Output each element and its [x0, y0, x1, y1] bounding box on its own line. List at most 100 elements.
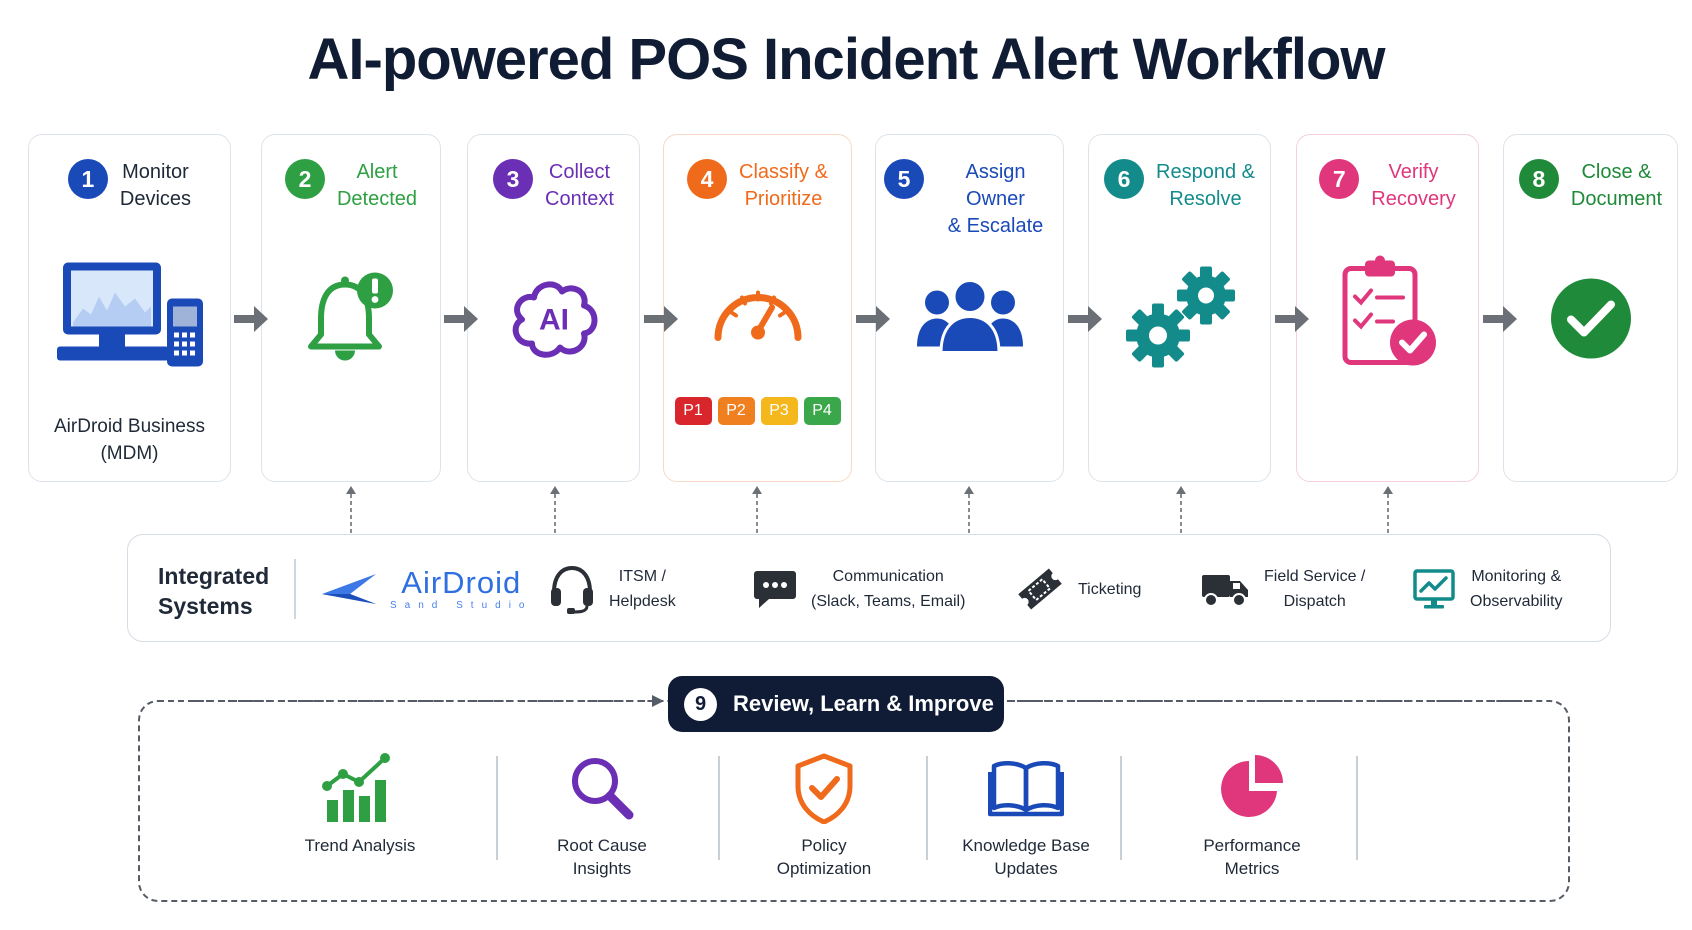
flow-arrow-icon [1483, 306, 1517, 332]
airdroid-logo: AirDroid Sand Studio [320, 535, 533, 643]
step-title: Collect Context [545, 161, 614, 210]
step-title: Alert Detected [336, 161, 418, 210]
connector-arrow-icon [346, 486, 356, 534]
step-number-badge: 6 [1104, 159, 1145, 199]
divider [496, 756, 498, 860]
divider [1356, 756, 1358, 860]
flow-arrow-icon [234, 306, 268, 332]
connector-arrow-icon [1383, 486, 1393, 534]
step-card-close-document: 8 Close & Document [1503, 134, 1678, 482]
flow-arrow-icon [644, 306, 678, 332]
flow-arrow-icon [856, 306, 890, 332]
airdroid-logo-icon [322, 574, 376, 604]
step-caption: AirDroid Business (MDM) [54, 416, 205, 464]
connector-arrow-icon [550, 486, 560, 534]
review-item-label: Policy Optimization [776, 836, 872, 878]
step-number-badge: 1 [67, 159, 108, 199]
step-title: Monitor Devices [119, 161, 192, 210]
integration-label: Monitoring & Observability [1470, 568, 1563, 610]
integrated-systems-panel: Integrated Systems AirDroid Sand Studio … [127, 534, 1611, 642]
magnifier-icon [572, 758, 634, 820]
step-card-respond-resolve: 6 Respond & Resolve [1088, 134, 1271, 482]
flow-arrow-icon [1068, 306, 1102, 332]
review-item-policy: Policy Optimization [724, 744, 924, 880]
computer-phone-icon [55, 257, 205, 378]
ticket-icon [1018, 568, 1062, 610]
step-number-badge: 9 [684, 687, 717, 721]
truck-icon [1202, 575, 1248, 607]
step-number-badge: 3 [493, 159, 534, 199]
team-icon [915, 277, 1025, 362]
integration-monitoring: Monitoring & Observability [1412, 535, 1562, 643]
step-number-badge: 4 [687, 159, 728, 199]
priority-chip-p2: P2 [717, 397, 755, 425]
integration-field-service: Field Service / Dispatch [1200, 535, 1365, 643]
headset-icon [551, 565, 593, 614]
svg-text:AI: AI [539, 304, 569, 337]
gears-icon [1120, 264, 1240, 379]
connector-arrow-icon [194, 695, 664, 707]
connector-arrow-icon [964, 486, 974, 534]
step-card-alert-detected: 2 Alert Detected [261, 134, 441, 482]
step-title: Assign Owner & Escalate [947, 161, 1044, 237]
clipboard-check-icon [1333, 255, 1443, 380]
priority-chip-p4: P4 [803, 397, 841, 425]
integration-ticketing: Ticketing [1016, 535, 1141, 643]
bell-alert-icon [301, 269, 401, 374]
divider [718, 756, 720, 860]
connector-arrow-icon [1176, 486, 1186, 534]
integration-label: Field Service / Dispatch [1264, 568, 1366, 610]
integration-communication: Communication (Slack, Teams, Email) [753, 535, 965, 643]
brand-name: AirDroid [401, 565, 522, 600]
gauge-icon [708, 276, 808, 351]
step-title: Verify Recovery [1371, 161, 1456, 210]
divider [294, 559, 296, 619]
flow-arrow-icon [444, 306, 478, 332]
review-item-label: Trend Analysis [304, 836, 416, 855]
chat-icon [754, 571, 796, 608]
integration-label: Communication (Slack, Teams, Email) [811, 568, 966, 610]
flow-arrow-icon [1275, 306, 1309, 332]
integration-itsm: ITSM / Helpdesk [549, 535, 676, 643]
review-item-label: Performance Metrics [1203, 836, 1301, 878]
review-item-knowledge-base: Knowledge Base Updates [926, 744, 1126, 880]
connector-line [1008, 700, 1534, 702]
shield-check-icon [795, 753, 853, 824]
divider [1120, 756, 1122, 860]
integrated-systems-label: Integrated Systems [158, 563, 270, 619]
step-card-collect-context: 3 Collect Context AI [467, 134, 640, 482]
step-card-classify-prioritize: 4 Classify & Prioritize P1 P2 P3 P4 [663, 134, 852, 482]
integration-label: Ticketing [1078, 580, 1142, 598]
book-icon [988, 761, 1064, 817]
step-title: Respond & Resolve [1156, 161, 1255, 210]
check-circle-icon [1549, 277, 1633, 366]
step-card-assign-owner: 5 Assign Owner & Escalate [875, 134, 1064, 482]
step-number-badge: 7 [1319, 159, 1360, 199]
step-number-badge: 5 [884, 159, 924, 199]
integration-label: ITSM / Helpdesk [609, 568, 676, 610]
review-item-label: Knowledge Base Updates [962, 836, 1090, 878]
bar-chart-icon [322, 753, 390, 822]
step-title: Close & Document [1570, 161, 1663, 210]
review-title-pill: 9 Review, Learn & Improve [668, 676, 1004, 732]
priority-chips: P1 P2 P3 P4 [664, 397, 851, 425]
monitor-chart-icon [1413, 569, 1455, 609]
review-item-trend-analysis: Trend Analysis [260, 744, 460, 857]
step-number-badge: 2 [284, 159, 325, 199]
review-title: Review, Learn & Improve [733, 691, 994, 716]
step-card-monitor-devices: 1 Monitor Devices AirDroid Business (MDM… [28, 134, 231, 482]
step-title: Classify & Prioritize [739, 161, 828, 210]
step-card-verify-recovery: 7 Verify Recovery [1296, 134, 1479, 482]
step-number-badge: 8 [1518, 159, 1559, 199]
review-item-root-cause: Root Cause Insights [502, 744, 702, 880]
review-item-label: Root Cause Insights [557, 836, 647, 878]
connector-arrow-icon [752, 486, 762, 534]
priority-chip-p1: P1 [674, 397, 712, 425]
divider [926, 756, 928, 860]
review-item-performance: Performance Metrics [1152, 744, 1352, 880]
ai-cloud-icon: AI [504, 276, 604, 371]
brand-subtitle: Sand Studio [390, 600, 533, 611]
pie-chart-icon [1221, 755, 1283, 817]
page-title: AI-powered POS Incident Alert Workflow [307, 27, 1386, 92]
priority-chip-p3: P3 [760, 397, 798, 425]
